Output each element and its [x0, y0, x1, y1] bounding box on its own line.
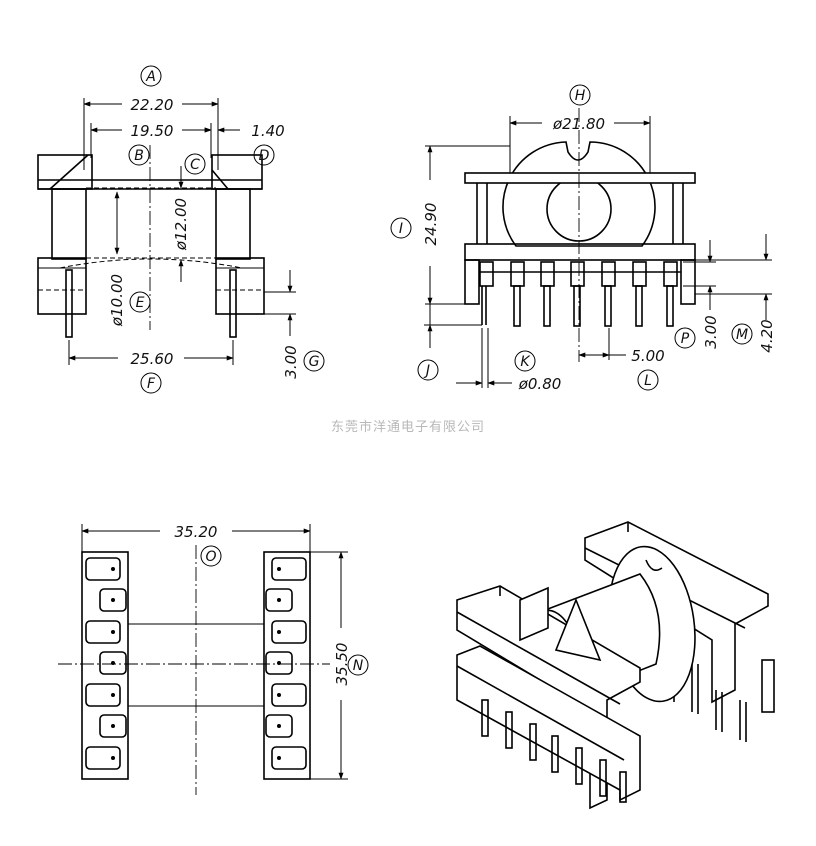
label-o: O — [205, 549, 216, 565]
company-name: 东莞市洋通电子有限公司 — [331, 419, 485, 435]
dim-p-value: 3.00 — [702, 315, 720, 348]
label-n: N — [353, 658, 364, 674]
dim-d-value: 1.40 — [251, 122, 284, 140]
dim-k-value: ø0.80 — [518, 375, 562, 393]
iso-pins — [481, 699, 627, 803]
dim-m-value: 4.20 — [758, 319, 776, 352]
right-pads — [265, 557, 307, 770]
side-view: ø21.80 24.90 — [422, 108, 776, 393]
bottom-view: 35.20 35.50 — [58, 523, 351, 795]
label-f: F — [147, 376, 156, 392]
label-e: E — [136, 295, 145, 311]
label-p: P — [681, 331, 690, 347]
label-i: I — [399, 221, 403, 237]
label-b: B — [134, 148, 144, 164]
dim-o-value: 35.20 — [175, 523, 218, 541]
side-pins — [479, 261, 678, 327]
dim-h-value: ø21.80 — [552, 115, 605, 133]
dim-i-value: 24.90 — [422, 203, 440, 246]
label-a: A — [145, 69, 156, 85]
label-d: D — [259, 148, 270, 164]
letter-labels: A B C D E F G H I J K L M N O P — [128, 65, 753, 676]
label-m: M — [736, 327, 748, 343]
dim-f-value: 25.60 — [131, 350, 174, 368]
label-g: G — [309, 354, 320, 370]
label-h: H — [575, 88, 586, 104]
label-l: L — [644, 373, 652, 389]
left-pads — [85, 557, 127, 770]
dim-e-value: ø10.00 — [108, 274, 126, 327]
isometric-view — [456, 521, 775, 810]
dim-c-value: ø12.00 — [172, 198, 190, 251]
dim-g-value: 3.00 — [282, 345, 300, 378]
dim-l-value: 5.00 — [631, 347, 664, 365]
label-k: K — [520, 354, 531, 370]
dim-n-value: 35.50 — [333, 643, 351, 686]
label-j: J — [423, 363, 430, 379]
label-c: C — [190, 157, 200, 173]
front-view: 22.20 19.50 1.40 — [37, 96, 300, 379]
dim-a-value: 22.20 — [131, 96, 174, 114]
dim-b-value: 19.50 — [131, 122, 174, 140]
